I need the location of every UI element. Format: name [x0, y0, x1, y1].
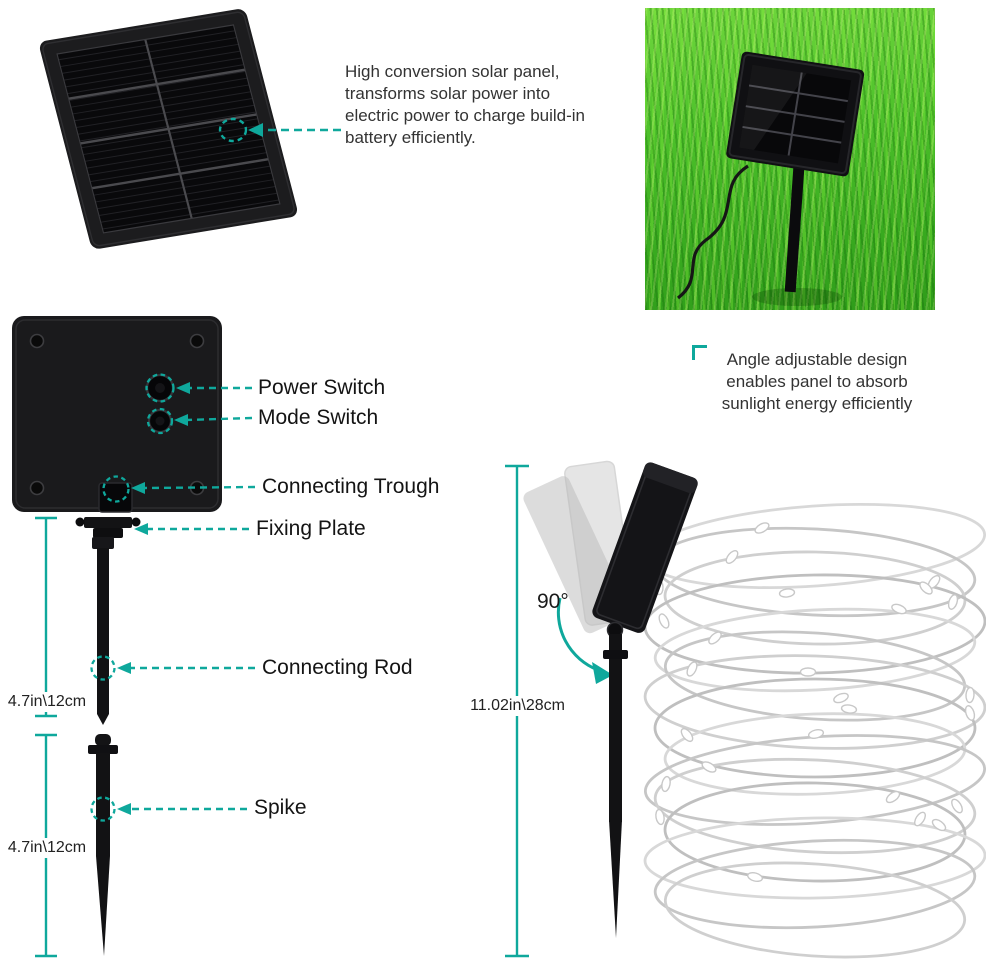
stake-shadow	[752, 288, 842, 306]
corner-screws	[29, 333, 205, 496]
led-bulb	[746, 871, 764, 883]
string-lights-coil	[643, 502, 986, 959]
led-bulb	[655, 808, 665, 826]
led-bulb	[686, 661, 698, 677]
rod-dimension-label: 4.7in\12cm	[1, 692, 93, 712]
angle-note: Angle adjustable design enables panel to…	[721, 350, 913, 413]
solar-panel-note: High conversion solar panel, transforms …	[345, 62, 586, 147]
led-bulb	[708, 631, 722, 645]
light-string-wire	[676, 164, 749, 300]
led-bulb	[891, 603, 907, 615]
connecting-trough-part	[98, 482, 133, 513]
connecting-rod-label: Connecting Rod	[262, 656, 413, 679]
panel-in-grass-illustration	[676, 51, 865, 306]
led-bulb	[965, 686, 975, 704]
connecting-rod-illustration	[92, 537, 114, 725]
led-bulb	[947, 594, 959, 610]
led-bulb	[754, 522, 770, 534]
spike-illustration	[88, 734, 118, 956]
spike-dimension-label: 4.7in\12cm	[1, 838, 93, 858]
led-bulb	[725, 550, 739, 564]
dimension-line-rod	[35, 516, 57, 718]
mode-switch-label: Mode Switch	[258, 406, 379, 429]
solar-panel-back-illustration	[12, 316, 222, 513]
solar-panel-front-illustration	[39, 9, 298, 249]
led-bulb	[807, 729, 825, 739]
assembled-panel-illustration	[592, 462, 698, 639]
led-bulb	[919, 581, 933, 595]
highlight-ring-connecting-rod	[90, 655, 116, 681]
led-bulb	[931, 818, 947, 832]
led-bulb	[964, 705, 976, 721]
led-bulb	[885, 790, 901, 804]
overall-dimension-label: 11.02in\28cm	[460, 696, 575, 716]
callout-arrowheads	[117, 382, 190, 815]
mode-switch-button-center	[155, 416, 165, 426]
spike-label: Spike	[254, 796, 307, 819]
callout-lines	[131, 386, 256, 811]
highlight-ring-power-switch	[145, 373, 175, 403]
led-bulb	[914, 811, 926, 827]
rotation-degrees-label: 90°	[537, 590, 569, 613]
power-switch-label: Power Switch	[258, 376, 386, 399]
led-bulb	[661, 775, 671, 793]
highlight-ring-connecting-trough	[102, 475, 130, 503]
rotation-arrow	[556, 597, 613, 684]
ground-stake-illustration	[603, 634, 628, 938]
led-bulb	[658, 613, 670, 629]
connecting-trough-label: Connecting Trough	[262, 475, 440, 498]
note-corner-mark	[692, 345, 707, 360]
led-bulb	[840, 704, 858, 714]
highlight-rings	[90, 373, 175, 822]
highlight-ring-spike	[90, 796, 116, 822]
note-arrow	[248, 123, 341, 137]
led-bulb	[799, 667, 817, 677]
highlight-ring-solar-panel	[218, 117, 248, 143]
power-switch-button-center	[155, 383, 165, 393]
callout-line-connecting-trough	[144, 485, 256, 490]
highlight-ring-mode-switch	[146, 407, 174, 435]
led-bulb	[701, 761, 717, 773]
fixing-plate-label: Fixing Plate	[256, 517, 366, 540]
led-bulb	[951, 798, 963, 814]
fixing-plate-illustration	[75, 517, 141, 538]
led-bulb	[833, 692, 849, 704]
led-bulb	[680, 727, 694, 743]
led-bulb	[778, 588, 796, 598]
